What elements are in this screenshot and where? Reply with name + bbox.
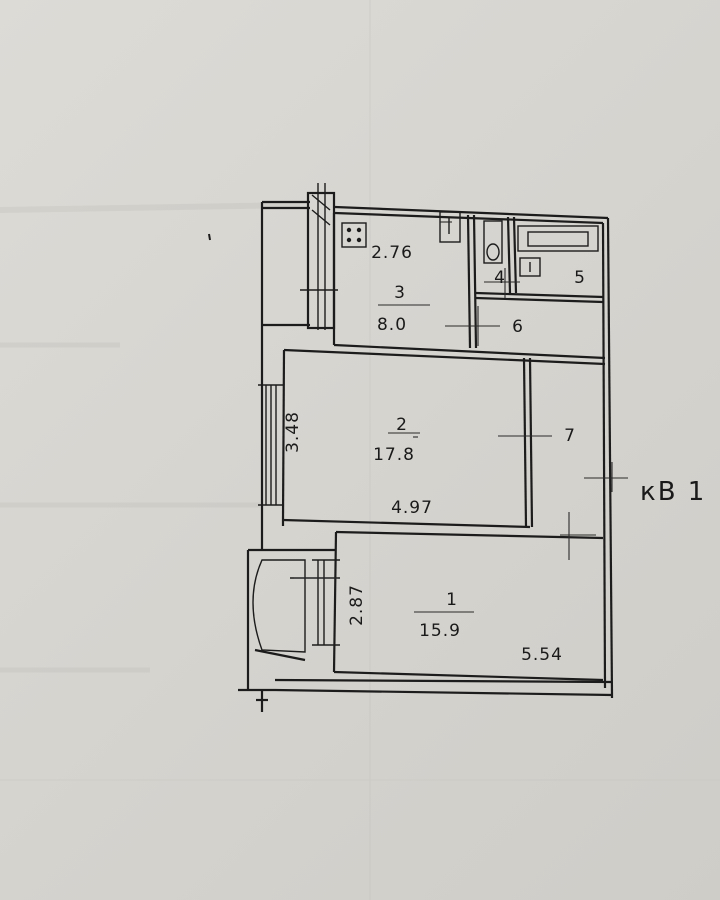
window-room1 [290,559,340,646]
room-2-depth-dimension: 3.48 [283,411,303,453]
room-6-number: 6 [512,317,524,337]
sink-icon [439,211,461,243]
window-room2 [258,384,284,506]
room-1-width-dimension: 5.54 [521,645,563,665]
apartment-label: кВ 1 [640,477,706,507]
toilet-icon [483,220,503,264]
room-3-number: 3 [394,283,406,303]
room-2-number: 2 [396,415,408,435]
room-5-number: 5 [574,268,586,288]
washbasin-icon [519,257,541,277]
door-marks [294,221,628,613]
vent-shaft [300,183,338,330]
stove-icon [341,222,367,248]
kitchen-width-dimension: 2.76 [371,243,413,263]
bathtub-icon [517,225,599,252]
balcony [252,559,306,653]
room-1-depth-dimension: 2.87 [347,584,367,626]
room-labels: 3 8.0 2.76 4 5 6 2 17.8 4.97 3.48 7 1 15… [283,243,586,665]
stray-mark [208,233,211,241]
room-1-number: 1 [446,590,458,610]
room-2-area: 17.8 [373,445,415,465]
room-1-area: 15.9 [419,621,461,641]
room-3-area: 8.0 [377,315,407,335]
room-7-number: 7 [564,426,576,446]
room-2-width-dimension: 4.97 [391,498,433,518]
room-4-number: 4 [494,268,506,288]
